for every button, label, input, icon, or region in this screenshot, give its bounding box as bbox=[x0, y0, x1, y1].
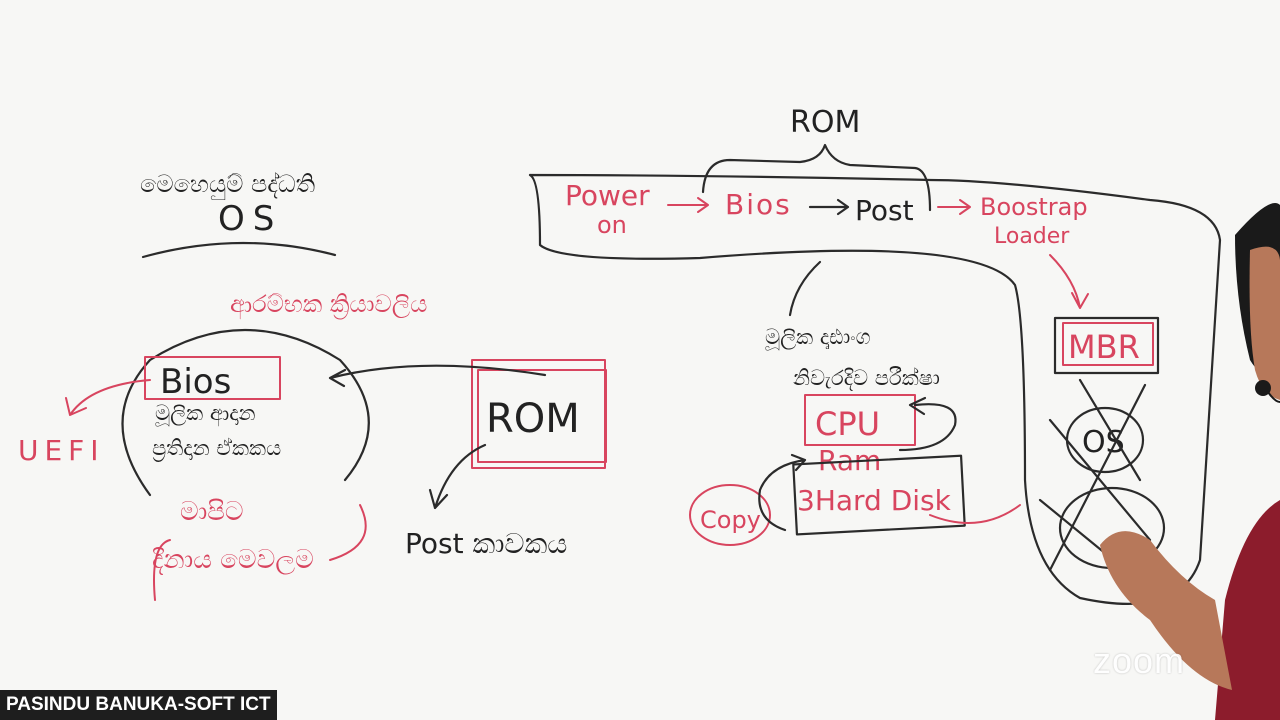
bios-desc-line2: ප්‍රතිදාන ඒකකය bbox=[152, 436, 281, 462]
rom-to-bios-arrow bbox=[328, 364, 547, 388]
arrow-bios-post bbox=[808, 198, 850, 216]
uefi-arrow bbox=[65, 379, 151, 416]
mbr-box-inner bbox=[1062, 322, 1154, 366]
copy-label: Copy bbox=[700, 506, 761, 534]
bootstrap-line1: Boostrap bbox=[980, 193, 1088, 221]
copy-circle bbox=[689, 484, 771, 546]
hard-disk-box bbox=[792, 454, 966, 536]
participant-name-tag: PASINDU BANUKA-SOFT ICT bbox=[0, 690, 277, 720]
hardware-check-line2: නිවැරදිව පරීක්ෂා bbox=[793, 366, 940, 391]
cpu-box bbox=[804, 394, 916, 446]
arrow-disk-loop bbox=[929, 504, 1021, 524]
rom-top-label: ROM bbox=[790, 105, 860, 140]
arrow-power-bios bbox=[667, 197, 709, 213]
pointer-line bbox=[788, 260, 822, 317]
cross-out-lines bbox=[1038, 378, 1152, 592]
boot-flow-loop bbox=[528, 173, 1222, 605]
os-title-sinhala: මෙහෙයුම් පද්ධති bbox=[140, 170, 315, 199]
zoom-watermark: zoom bbox=[1093, 640, 1186, 681]
arrow-loader-mbr bbox=[1049, 254, 1089, 309]
boot-process-label: ආරම්භක ක්‍රියාවලිය bbox=[230, 290, 427, 320]
uefi-label: UEFI bbox=[18, 434, 105, 467]
rom-brace bbox=[701, 143, 932, 212]
arrow-post-bootstrap bbox=[937, 199, 971, 215]
mbr-box-outer bbox=[1053, 316, 1160, 375]
copy-to-ram-arrow bbox=[758, 453, 807, 532]
bios-label-right: Bios bbox=[725, 188, 792, 221]
rom-to-post-arrow bbox=[428, 443, 487, 510]
title-underline bbox=[141, 241, 337, 259]
red-note-line1: මාපිට bbox=[180, 497, 244, 527]
cpu-loop-arrow bbox=[898, 396, 957, 452]
bios-box bbox=[144, 356, 281, 400]
post-label-left: Post කාවකය bbox=[405, 527, 567, 560]
red-squiggle bbox=[153, 504, 367, 601]
hard-disk-label: 3Hard Disk bbox=[797, 484, 952, 517]
bios-desc-line1: මූලික ආදාන bbox=[155, 401, 256, 427]
bootstrap-line2: Loader bbox=[994, 224, 1070, 249]
bios-label: Bios bbox=[160, 362, 231, 402]
power-on-line2: on bbox=[597, 211, 627, 239]
os-title: OS bbox=[218, 199, 282, 239]
hardware-check-line1: මූලික දෘඪාංග bbox=[765, 325, 871, 351]
cpu-label: CPU bbox=[815, 405, 880, 443]
presenter bbox=[1100, 203, 1280, 720]
post-label-right: Post bbox=[855, 194, 914, 227]
mbr-label: MBR bbox=[1068, 328, 1140, 366]
rom-box-inner bbox=[477, 369, 607, 463]
bios-circle bbox=[121, 329, 370, 497]
power-on-line1: Power bbox=[565, 179, 650, 212]
rom-label-left: ROM bbox=[486, 396, 580, 442]
red-note-line2: දිනාය මෙවලම bbox=[152, 545, 314, 575]
